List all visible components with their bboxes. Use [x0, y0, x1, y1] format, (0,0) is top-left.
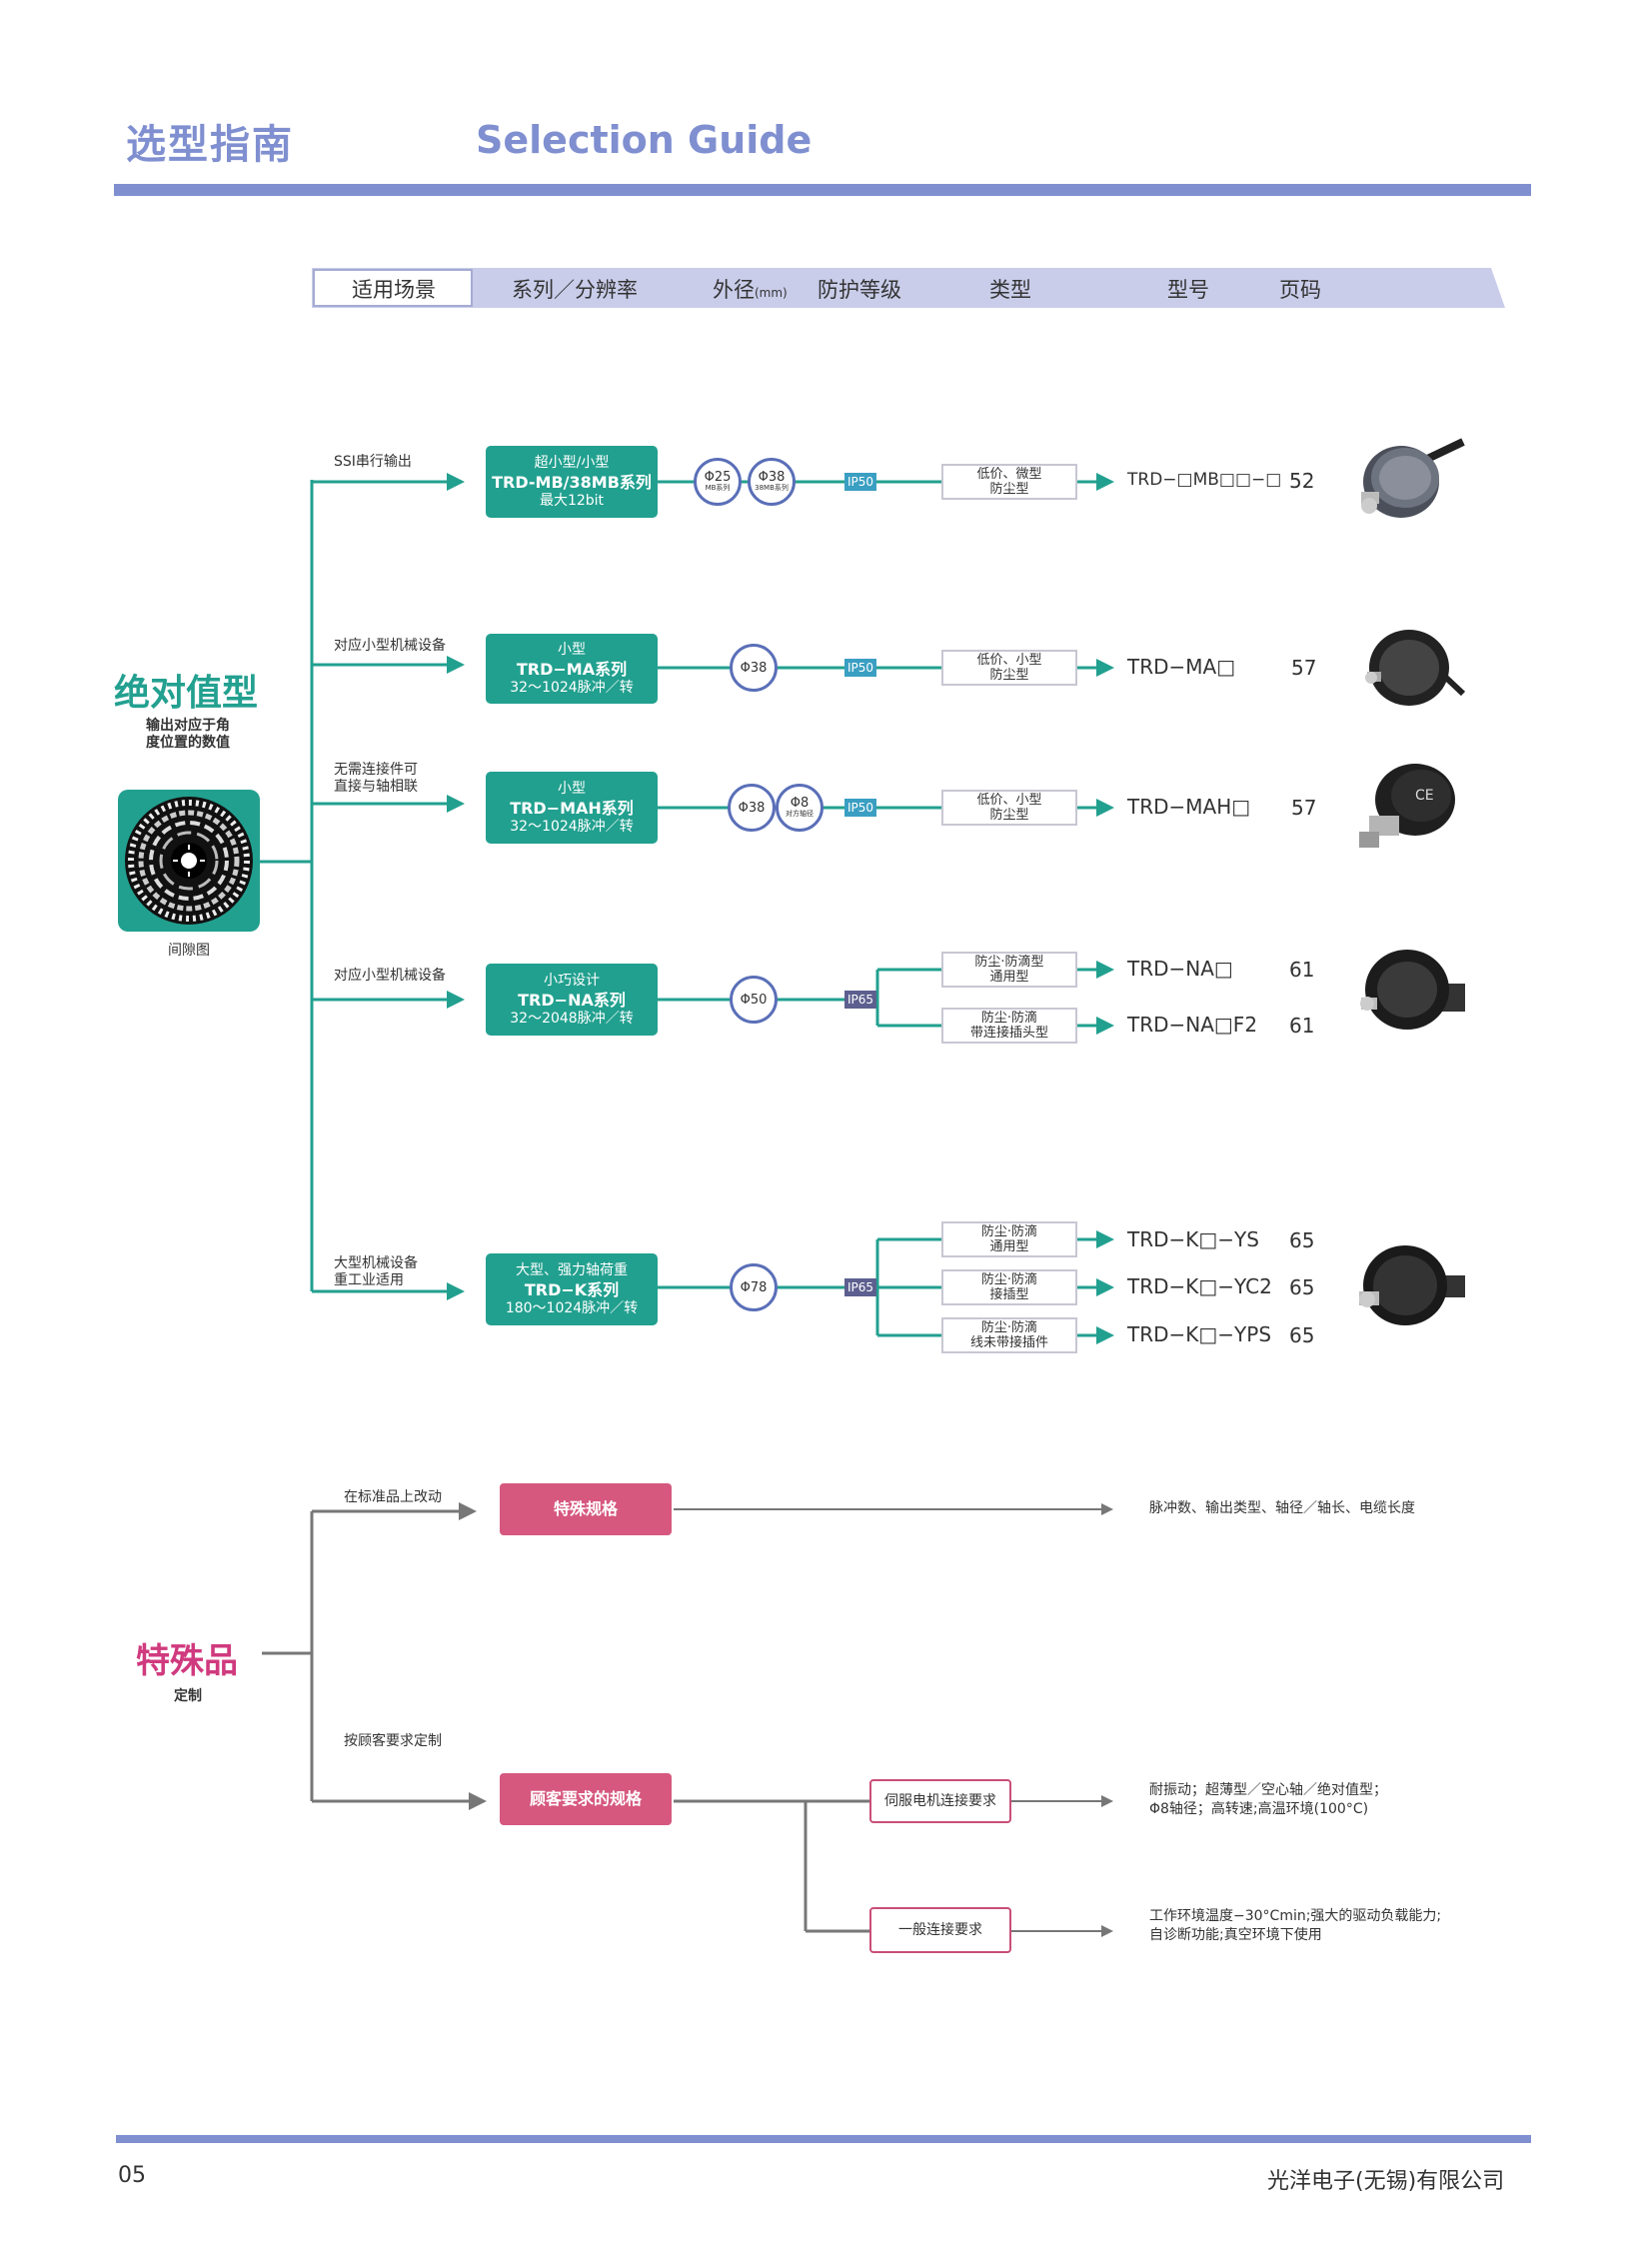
page-title-cn: 选型指南 — [126, 122, 294, 168]
category-special-subtitle: 定制 — [174, 1688, 202, 1704]
code-disk-icon — [125, 797, 253, 925]
row5-model-1: TRD−K□−YS — [1127, 1227, 1259, 1251]
column-header-scene: 适用场景 — [352, 278, 436, 302]
row2-scene: 对应小型机械设备 — [334, 638, 446, 654]
row2-type-box: 低价、小型防尘型 — [941, 650, 1077, 686]
category-absolute-subtitle: 输出对应于角度位置的数值 — [146, 718, 230, 751]
page-number: 05 — [118, 2163, 146, 2188]
encoder-k-image — [1359, 1245, 1465, 1325]
encoder-ma-image — [1365, 630, 1466, 706]
special-spec-desc: 脉冲数、输出类型、轴径／轴长、电缆长度 — [1149, 1500, 1415, 1516]
row3-scene: 无需连接件可直接与轴相联 — [334, 762, 418, 795]
encoder-na-image — [1360, 950, 1465, 1030]
row5-model-2: TRD−K□−YC2 — [1127, 1274, 1272, 1298]
special-custom-box: 顾客要求的规格 — [500, 1773, 672, 1825]
row5-scene: 大型机械设备重工业适用 — [334, 1255, 418, 1288]
svg-text:CE: CE — [1415, 788, 1434, 804]
row4-ip-badge: IP65 — [844, 991, 876, 1009]
row1-scene: SSI串行输出 — [334, 454, 412, 470]
row2-diameter-1: Φ38 — [730, 644, 778, 692]
row1-type-box: 低价、微型防尘型 — [941, 464, 1077, 500]
category-special-title: 特殊品 — [136, 1641, 238, 1681]
top-divider — [114, 184, 1531, 196]
row5-page-2: 65 — [1289, 1275, 1315, 1299]
bottom-divider — [116, 2135, 1531, 2143]
row2-ip-badge: IP50 — [844, 659, 876, 677]
row5-type-box-1: 防尘·防滴通用型 — [941, 1221, 1077, 1257]
row3-ip-badge: IP50 — [844, 799, 876, 817]
row2-model: TRD−MA□ — [1127, 655, 1236, 679]
row5-type-box-2: 防尘·防滴接插型 — [941, 1269, 1077, 1305]
row5-page-1: 65 — [1289, 1228, 1315, 1252]
row5-ip-badge: IP65 — [844, 1278, 876, 1296]
row4-page-1: 61 — [1289, 958, 1315, 982]
row1-ip-badge: IP50 — [844, 473, 876, 491]
row4-type-box-2: 防尘·防滴带连接插头型 — [941, 1008, 1077, 1044]
column-header-series: 系列／分辨率 — [512, 278, 638, 302]
code-disk-caption: 间隙图 — [168, 943, 210, 959]
option-servo-box: 伺服电机连接要求 — [869, 1779, 1011, 1823]
column-header-page: 页码 — [1279, 278, 1321, 302]
row3-type-box: 低价、小型防尘型 — [941, 790, 1077, 826]
encoder-mah-image: CE — [1359, 764, 1455, 848]
row4-type-box-1: 防尘·防滴型通用型 — [941, 952, 1077, 988]
code-disk-image — [118, 790, 260, 932]
row1-model: TRD−□MB□□−□ — [1127, 470, 1282, 490]
column-header-type: 类型 — [989, 278, 1031, 302]
option-general-box: 一般连接要求 — [869, 1907, 1011, 1953]
row4-model-1: TRD−NA□ — [1127, 957, 1233, 981]
row4-page-2: 61 — [1289, 1014, 1315, 1038]
row4-diameter-1: Φ50 — [730, 976, 778, 1024]
row5-diameter-1: Φ78 — [730, 1263, 778, 1311]
special-branch1-label: 在标准品上改动 — [344, 1489, 442, 1505]
option-servo-desc: 耐振动；超薄型／空心轴／绝对值型；Φ8轴径；高转速;高温环境(100°C) — [1149, 1782, 1387, 1817]
encoder-mb-image — [1361, 438, 1465, 518]
column-header-protection: 防护等级 — [818, 278, 901, 302]
row1-page: 52 — [1289, 469, 1315, 493]
page-title-en: Selection Guide — [476, 118, 813, 162]
column-header-diameter: 外径(mm) — [713, 278, 788, 302]
row5-model-3: TRD−K□−YPS — [1127, 1322, 1272, 1346]
company-name: 光洋电子(无锡)有限公司 — [1267, 2169, 1505, 2194]
row2-page: 57 — [1291, 656, 1317, 680]
row3-diameter-1: Φ38 — [728, 784, 776, 832]
row4-scene: 对应小型机械设备 — [334, 968, 446, 984]
row4-model-2: TRD−NA□F2 — [1127, 1013, 1258, 1037]
category-absolute-title: 绝对值型 — [114, 673, 259, 714]
special-spec-box: 特殊规格 — [500, 1483, 672, 1535]
row3-model: TRD−MAH□ — [1127, 795, 1251, 819]
option-general-desc: 工作环境温度−30°Cmin;强大的驱动负载能力;自诊断功能;真空环境下使用 — [1149, 1908, 1442, 1943]
row3-page: 57 — [1291, 796, 1317, 820]
special-branch2-label: 按顾客要求定制 — [344, 1733, 442, 1749]
row5-type-box-3: 防尘·防滴线未带接插件 — [941, 1317, 1077, 1353]
column-header-bar — [312, 268, 1505, 308]
row5-page-3: 65 — [1289, 1323, 1315, 1347]
column-header-model: 型号 — [1167, 278, 1209, 302]
